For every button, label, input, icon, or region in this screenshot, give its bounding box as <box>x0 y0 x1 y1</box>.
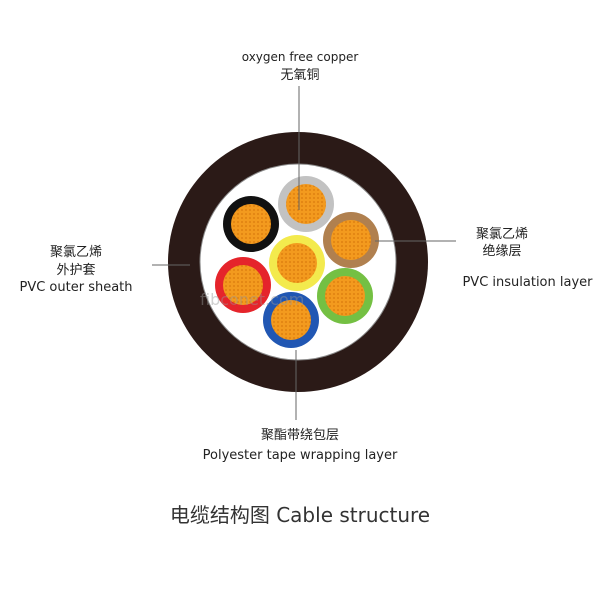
core-brown-copper <box>331 220 371 260</box>
label-conductor-zh: 无氧铜 <box>280 68 320 83</box>
core-yellow-copper <box>277 243 317 283</box>
label-outer-sheath-en: PVC outer sheath <box>19 280 133 295</box>
core-green-copper <box>325 276 365 316</box>
diagram-caption: 电缆结构图 Cable structure <box>169 503 431 527</box>
watermark: fibconet.com <box>200 290 305 309</box>
cores-group <box>215 176 379 348</box>
label-conductor-en: oxygen free copper <box>241 50 359 64</box>
label-outer-sheath-zh-1: 聚氯乙烯 <box>49 245 102 260</box>
label-tape-en: Polyester tape wrapping layer <box>202 448 398 463</box>
core-red-copper <box>223 265 263 305</box>
label-insulation-en: PVC insulation layer <box>462 275 593 290</box>
label-insulation-zh-2: 绝缘层 <box>482 244 522 259</box>
core-black-copper <box>231 204 271 244</box>
core-grey-copper <box>286 184 326 224</box>
label-outer-sheath-zh-2: 外护套 <box>56 263 96 278</box>
label-insulation-zh-1: 聚氯乙烯 <box>475 227 528 242</box>
label-tape-zh: 聚酯带绕包层 <box>260 428 339 443</box>
core-blue-copper <box>271 300 311 340</box>
